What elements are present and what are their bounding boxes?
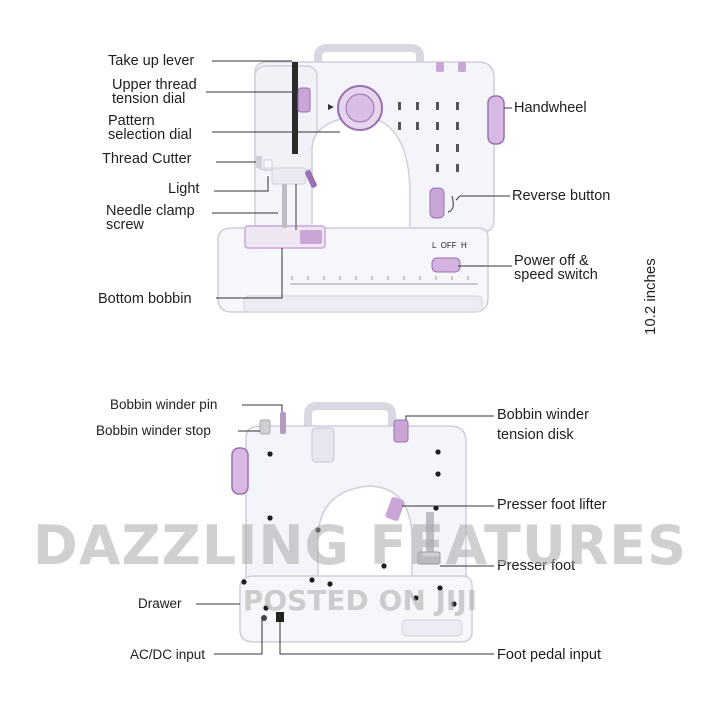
screw-dot: [433, 505, 439, 511]
stitch-pattern-mark: [416, 102, 419, 110]
screw-dot: [381, 563, 387, 569]
stitch-pattern-mark: [456, 122, 459, 130]
label-presser-foot-lifter: Presser foot lifter: [497, 497, 607, 513]
screw-dot: [315, 527, 321, 533]
front-leader-lines: [206, 60, 512, 299]
label-needle-clamp-screw: Needle clamp screw: [106, 203, 195, 233]
label-ac-dc-input: AC/DC input: [130, 647, 206, 662]
watermark-subtitle: POSTED ON JIJI: [242, 584, 478, 617]
label-presser-foot: Presser foot: [497, 558, 576, 574]
label-thread-cutter: Thread Cutter: [102, 151, 192, 167]
label-upper-thread-tension-dial: Upper thread tension dial: [112, 77, 197, 107]
label-foot-pedal-input: Foot pedal input: [497, 647, 601, 663]
back-machine: [231, 402, 473, 643]
label-bottom-bobbin: Bottom bobbin: [98, 291, 192, 307]
label-reverse-button: Reverse button: [512, 188, 611, 204]
label-take-up-lever: Take up lever: [108, 53, 195, 69]
label-handwheel: Handwheel: [514, 100, 587, 116]
stitch-pattern-mark: [416, 122, 419, 130]
stitch-pattern-mark: [456, 102, 459, 110]
label-drawer: Drawer: [138, 596, 182, 611]
stitch-pattern-mark: [436, 144, 439, 152]
screw-dot: [413, 595, 419, 601]
stitch-pattern-mark: [436, 164, 439, 172]
label-light: Light: [168, 181, 200, 197]
label-bobbin-winder-stop: Bobbin winder stop: [96, 423, 211, 438]
height-dimension: 10.2 inches: [642, 258, 659, 335]
screw-dot: [267, 515, 273, 521]
screw-dot: [267, 451, 273, 457]
screw-dot: [327, 581, 333, 587]
watermark-title: DAZZLING FEATURES: [32, 514, 688, 577]
stitch-pattern-mark: [436, 122, 439, 130]
label-bobbin-winder-tension-disk: Bobbin winder tension disk: [497, 407, 589, 443]
back-leader-lines: [196, 404, 494, 655]
screw-dot: [263, 605, 269, 611]
stitch-pattern-mark: [398, 102, 401, 110]
label-bobbin-winder-pin: Bobbin winder pin: [110, 397, 218, 412]
switch-marks: L OFF H: [432, 241, 467, 250]
stitch-pattern-mark: [456, 164, 459, 172]
screw-dot: [309, 577, 315, 583]
stitch-pattern-mark: [456, 144, 459, 152]
screw-dot: [437, 585, 443, 591]
stitch-pattern-mark: [436, 102, 439, 110]
front-machine: [217, 44, 505, 313]
label-pattern-selection-dial: Pattern selection dial: [108, 113, 192, 143]
stitch-pattern-mark: [398, 122, 401, 130]
screw-dot: [451, 601, 457, 607]
screw-dot: [435, 471, 441, 477]
label-power-off-speed-switch: Power off & speed switch: [514, 253, 598, 283]
screw-dot: [435, 449, 441, 455]
screw-dot: [241, 579, 247, 585]
